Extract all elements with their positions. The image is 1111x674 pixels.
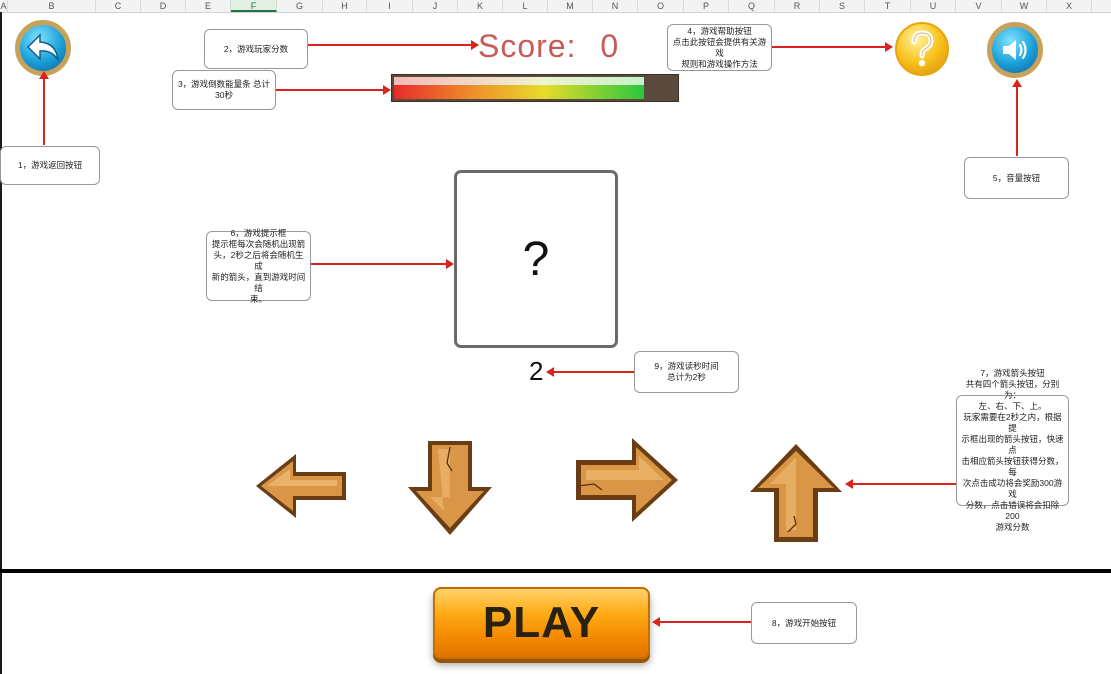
right-arrow-icon xyxy=(576,438,678,522)
column-header-a[interactable]: A xyxy=(0,0,8,12)
column-header-n[interactable]: N xyxy=(593,0,638,12)
column-header-h[interactable]: H xyxy=(323,0,367,12)
column-header-q[interactable]: Q xyxy=(729,0,775,12)
score-value: 0 xyxy=(600,28,620,64)
annotation-arrow-energy xyxy=(276,85,391,95)
column-header-d[interactable]: D xyxy=(141,0,186,12)
note-play-button: 8，游戏开始按钮 xyxy=(751,602,857,644)
speaker-icon xyxy=(1003,40,1027,60)
annotation-arrow-arrows xyxy=(845,479,956,489)
back-arrow-icon xyxy=(26,33,59,61)
energy-bar-fill xyxy=(394,77,644,99)
column-header-s[interactable]: S xyxy=(820,0,865,12)
back-button[interactable] xyxy=(15,20,71,76)
column-header-r[interactable]: R xyxy=(775,0,820,12)
up-arrow-button[interactable] xyxy=(746,440,846,546)
column-header-k[interactable]: K xyxy=(458,0,503,12)
annotation-arrow-play xyxy=(652,617,751,627)
help-button[interactable] xyxy=(895,22,949,76)
note-arrow-buttons: 7，游戏箭头按钮 共有四个箭头按钮，分别为： 左、右、下、上。 玩家需要在2秒之… xyxy=(956,368,1069,532)
note-score: 2，游戏玩家分数 xyxy=(204,29,308,69)
column-header-v[interactable]: V xyxy=(956,0,1002,12)
grid-border xyxy=(0,12,2,674)
note-volume-button: 5，音量按钮 xyxy=(964,157,1069,199)
annotation-arrow-score xyxy=(308,40,479,50)
column-header-g[interactable]: G xyxy=(277,0,323,12)
annotation-arrow-hint xyxy=(311,259,454,269)
annotation-arrow-countdown xyxy=(546,367,634,377)
score-display: Score: 0 xyxy=(478,28,619,65)
column-header-p[interactable]: P xyxy=(684,0,729,12)
hint-box: ? xyxy=(454,170,618,348)
volume-button[interactable] xyxy=(987,22,1043,78)
countdown-timer: 2 xyxy=(529,356,544,386)
score-label: Score: xyxy=(478,28,577,64)
column-header-m[interactable]: M xyxy=(548,0,593,12)
column-header-t[interactable]: T xyxy=(865,0,911,12)
annotation-arrow-help xyxy=(772,42,893,52)
left-arrow-icon xyxy=(256,454,346,518)
column-header-o[interactable]: O xyxy=(638,0,684,12)
annotation-arrow-volume xyxy=(1012,79,1022,156)
down-arrow-button[interactable] xyxy=(404,437,496,539)
column-header-x[interactable]: X xyxy=(1047,0,1092,12)
note-help-button: 4，游戏帮助按钮 点击此按钮会提供有关游戏 规则和游戏操作方法 xyxy=(667,24,772,71)
column-header-e[interactable]: E xyxy=(186,0,231,12)
note-hint-box: 6，游戏提示框 提示框每次会随机出现箭 头，2秒之后将会随机生成 新的箭头，直到… xyxy=(206,228,311,304)
column-header-c[interactable]: C xyxy=(96,0,141,12)
column-header-b[interactable]: B xyxy=(8,0,96,12)
note-back-button: 1，游戏返回按钮 xyxy=(0,146,100,185)
column-header-u[interactable]: U xyxy=(911,0,956,12)
column-header-l[interactable]: L xyxy=(503,0,548,12)
question-mark-icon xyxy=(911,30,934,67)
hint-symbol: ? xyxy=(522,232,550,286)
column-header-j[interactable]: J xyxy=(413,0,458,12)
right-arrow-button[interactable] xyxy=(572,434,682,526)
energy-bar xyxy=(391,74,679,102)
column-header-i[interactable]: I xyxy=(367,0,413,12)
column-header-row: ABCDEFGHIJKLMNOPQRSTUVWXY xyxy=(0,0,1111,13)
section-divider xyxy=(0,569,1111,573)
column-header-w[interactable]: W xyxy=(1002,0,1047,12)
column-header-f[interactable]: F xyxy=(231,0,277,12)
column-header-y[interactable]: Y xyxy=(1092,0,1111,12)
annotation-arrow-back xyxy=(39,71,49,145)
play-button[interactable]: PLAY xyxy=(433,587,650,659)
up-arrow-icon xyxy=(750,444,842,542)
left-arrow-button[interactable] xyxy=(252,448,352,524)
note-energy-bar: 3，游戏倒数能量条 总计 30秒 xyxy=(172,70,276,110)
note-countdown: 9，游戏读秒时间 总计为2秒 xyxy=(634,351,739,393)
down-arrow-icon xyxy=(408,441,492,535)
